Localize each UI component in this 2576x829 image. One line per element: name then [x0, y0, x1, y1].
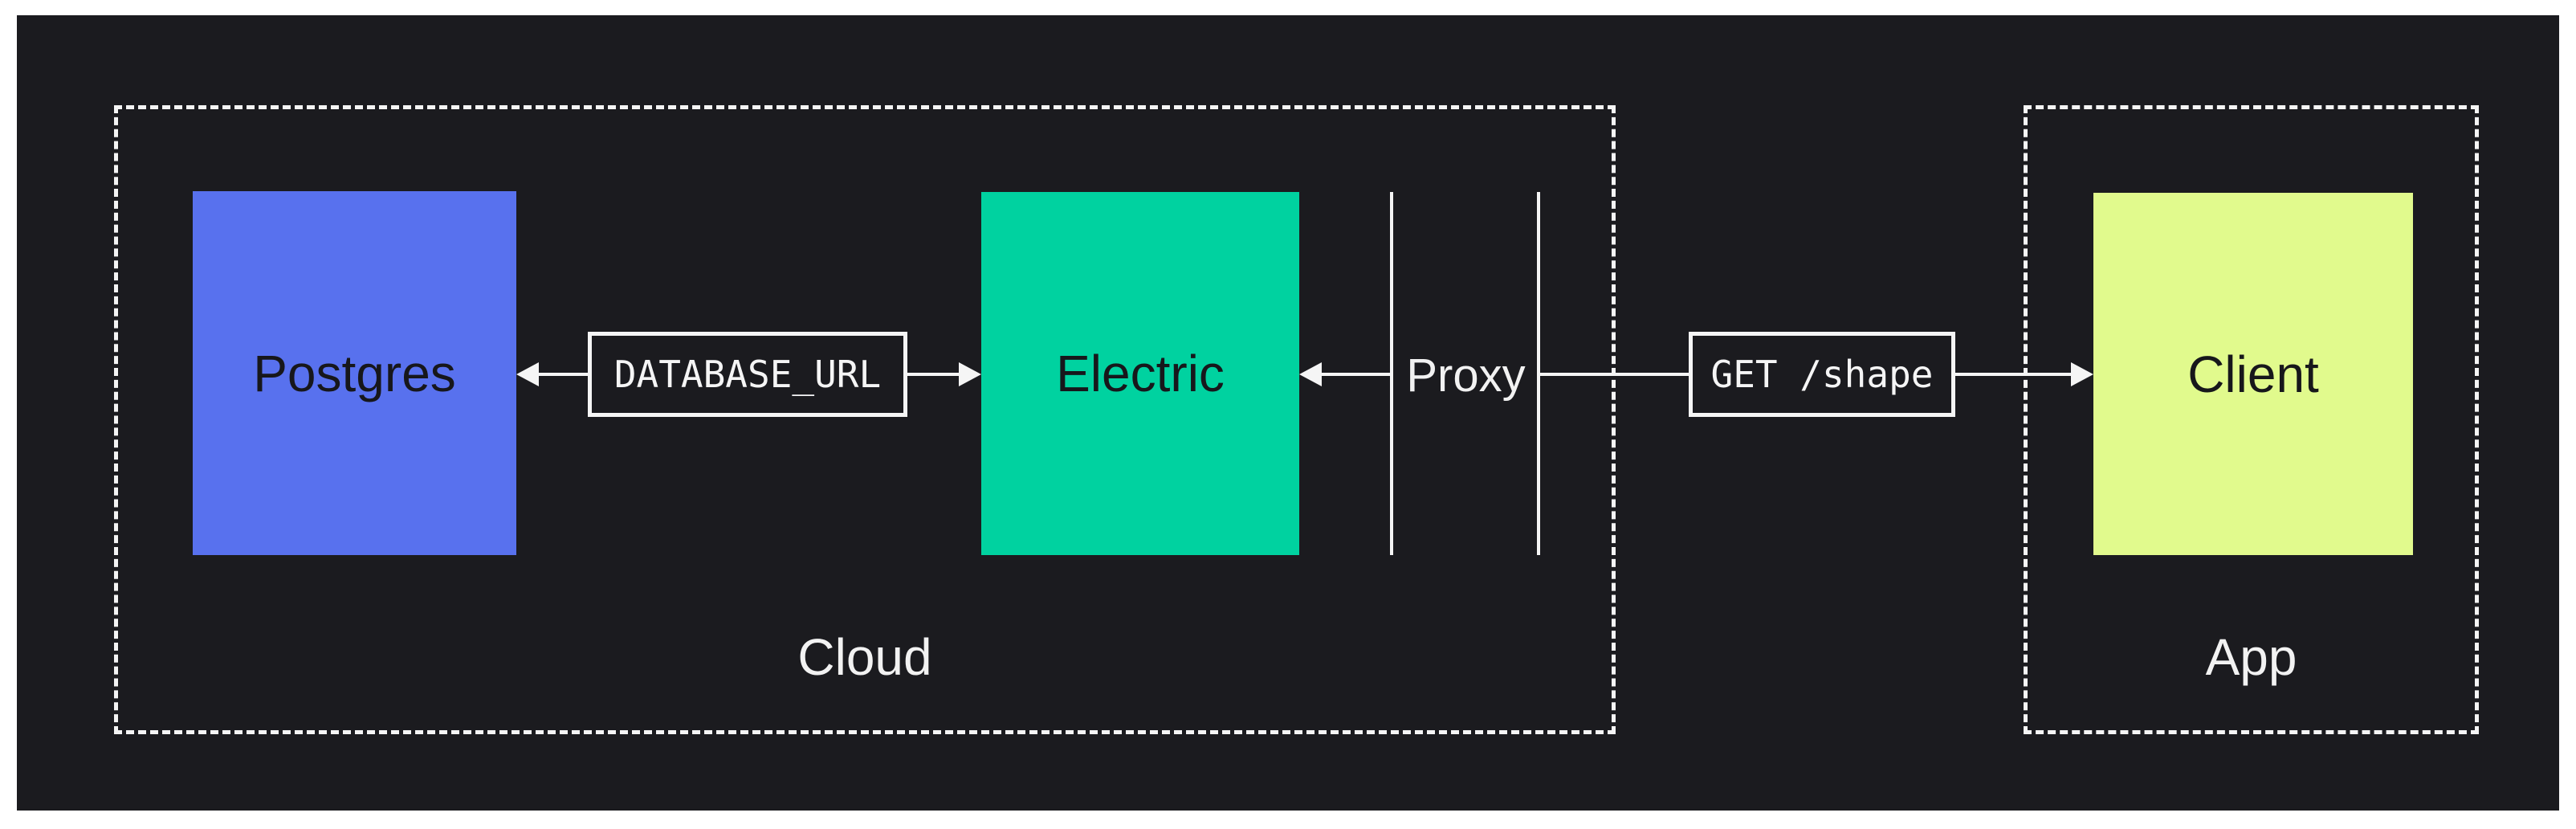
arrowhead-into-postgres — [516, 362, 539, 386]
edge-databaseurl-to-electric — [907, 373, 960, 376]
electric-node-label: Electric — [1056, 345, 1225, 402]
edge-proxy-to-electric — [1320, 373, 1390, 376]
edge-proxy-to-getshape — [1540, 373, 1689, 376]
proxy-left-bar — [1390, 192, 1393, 555]
app-group-label: App — [2205, 628, 2297, 686]
cloud-group-label: Cloud — [797, 628, 932, 686]
edge-getshape-to-client — [1955, 373, 2073, 376]
database-url-label-box: DATABASE_URL — [588, 332, 907, 417]
get-shape-label-box: GET /shape — [1689, 332, 1955, 417]
postgres-node: Postgres — [193, 191, 516, 555]
postgres-node-label: Postgres — [253, 344, 456, 402]
cloud-group-box: Cloud — [114, 105, 1616, 734]
database-url-label: DATABASE_URL — [613, 353, 882, 396]
arrowhead-into-client — [2071, 362, 2093, 386]
client-node: Client — [2093, 193, 2413, 555]
app-group-box: App — [2024, 105, 2479, 734]
diagram-canvas: Cloud App Postgres Electric Client DATAB… — [17, 15, 2559, 811]
client-node-label: Client — [2187, 345, 2319, 403]
proxy-right-bar — [1537, 192, 1540, 555]
edge-databaseurl-to-postgres — [537, 373, 588, 376]
arrowhead-proxy-into-electric — [1299, 362, 1322, 386]
proxy-label: Proxy — [1406, 349, 1526, 402]
get-shape-label: GET /shape — [1710, 353, 1934, 396]
electric-node: Electric — [981, 192, 1299, 555]
arrowhead-into-electric — [959, 362, 981, 386]
